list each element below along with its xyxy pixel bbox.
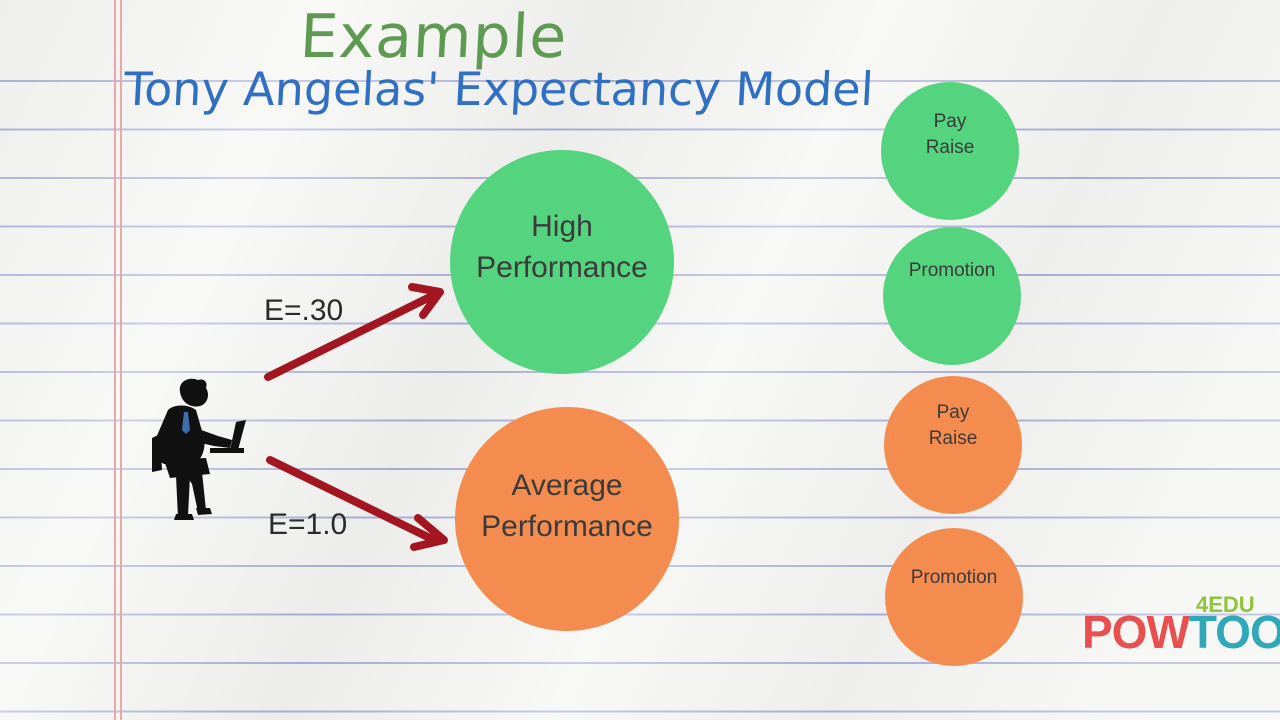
expectancy-high-label: E=.30	[264, 294, 344, 327]
pay-raise-high-circle: Pay Raise	[881, 82, 1019, 220]
logo-edu-badge: 4EDU	[1196, 592, 1255, 617]
person-at-laptop-icon	[152, 378, 246, 520]
pay-raise-high-label-line2: Raise	[925, 137, 975, 158]
average-performance-label: Average Performance	[481, 469, 653, 543]
powtoon-logo: 4EDU POWTOON	[1080, 592, 1280, 662]
average-performance-circle: Average Performance	[455, 407, 679, 631]
margin-line-inner	[120, 0, 122, 720]
pay-raise-high-label-line1: Pay	[933, 111, 967, 132]
logo-wordmark-text-tail: TOON	[1188, 606, 1280, 658]
promotion-average-label: Promotion	[910, 567, 998, 588]
arrow-to-high-icon	[264, 283, 444, 381]
pay-raise-average-circle: Pay Raise	[884, 376, 1022, 514]
arrow-to-average-icon	[266, 456, 448, 551]
promotion-average-circle: Promotion	[885, 528, 1023, 666]
logo-wordmark: POWTOON	[1082, 604, 1280, 660]
pay-raise-average-label-line1: Pay	[936, 402, 970, 423]
logo-wordmark-text: POW	[1082, 606, 1190, 658]
margin-line	[114, 0, 116, 720]
promotion-high-circle: Promotion	[883, 227, 1021, 365]
high-performance-circle: High Performance	[450, 150, 674, 374]
expectancy-average-label: E=1.0	[268, 508, 348, 541]
promotion-high-label: Promotion	[908, 260, 996, 281]
high-performance-label: High Performance	[476, 210, 648, 284]
pay-raise-average-label-line2: Raise	[928, 428, 978, 449]
